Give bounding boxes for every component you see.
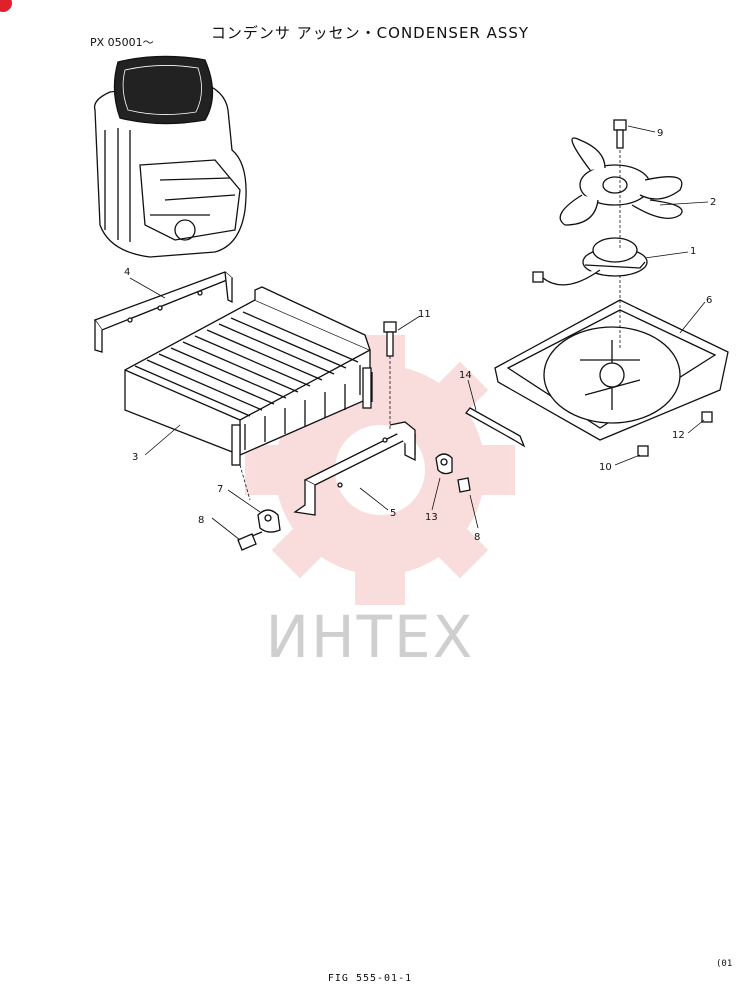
callout-13: 13: [425, 512, 438, 523]
callout-14: 14: [459, 370, 472, 381]
callout-4: 4: [124, 267, 130, 278]
figure-number: FIG 555-01-1: [327, 973, 413, 984]
callout-3: 3: [132, 452, 138, 463]
assembly-guides: [239, 150, 621, 501]
cable-tie: [465, 407, 526, 448]
callout-9: 9: [657, 128, 663, 139]
fan-shroud: [494, 299, 729, 441]
callout-5: 5: [390, 508, 396, 519]
callout-11: 11: [418, 309, 431, 320]
callout-6: 6: [706, 295, 712, 306]
callout-12: 12: [672, 430, 685, 441]
leader-lines: [129, 125, 709, 541]
callout-8-right: 8: [474, 532, 480, 543]
bolt-left: [237, 531, 263, 551]
clamp-right: [435, 453, 453, 475]
watermark-gear: [245, 335, 515, 605]
callout-8-left: 8: [198, 515, 204, 526]
mounting-bracket: [293, 421, 417, 516]
condenser-core: [124, 286, 373, 466]
callout-10: 10: [599, 462, 612, 473]
sheet-corner-mark: (01: [716, 959, 733, 969]
fan-motor: [532, 237, 648, 286]
bolt-bottom: [637, 445, 649, 457]
watermark-text: ИНТЕХ: [266, 603, 475, 671]
corner-marker: [0, 0, 12, 12]
fan-blade: [559, 137, 683, 226]
callout-7: 7: [217, 484, 223, 495]
callouts: 1 2 3 4 5 6 7 8 8 9 10 11 12 13 14: [124, 128, 716, 543]
nut-right: [701, 411, 713, 423]
clamp-left: [257, 509, 281, 533]
machine-overview: [93, 55, 247, 258]
serial-range: PX 05001～: [90, 36, 154, 49]
callout-1: 1: [690, 246, 696, 257]
top-bolt: [613, 119, 627, 149]
bolt-right: [457, 477, 471, 493]
page-title: コンデンサ アッセン・CONDENSER ASSY: [210, 24, 530, 42]
angle-bracket: [93, 271, 234, 353]
callout-2: 2: [710, 197, 716, 208]
